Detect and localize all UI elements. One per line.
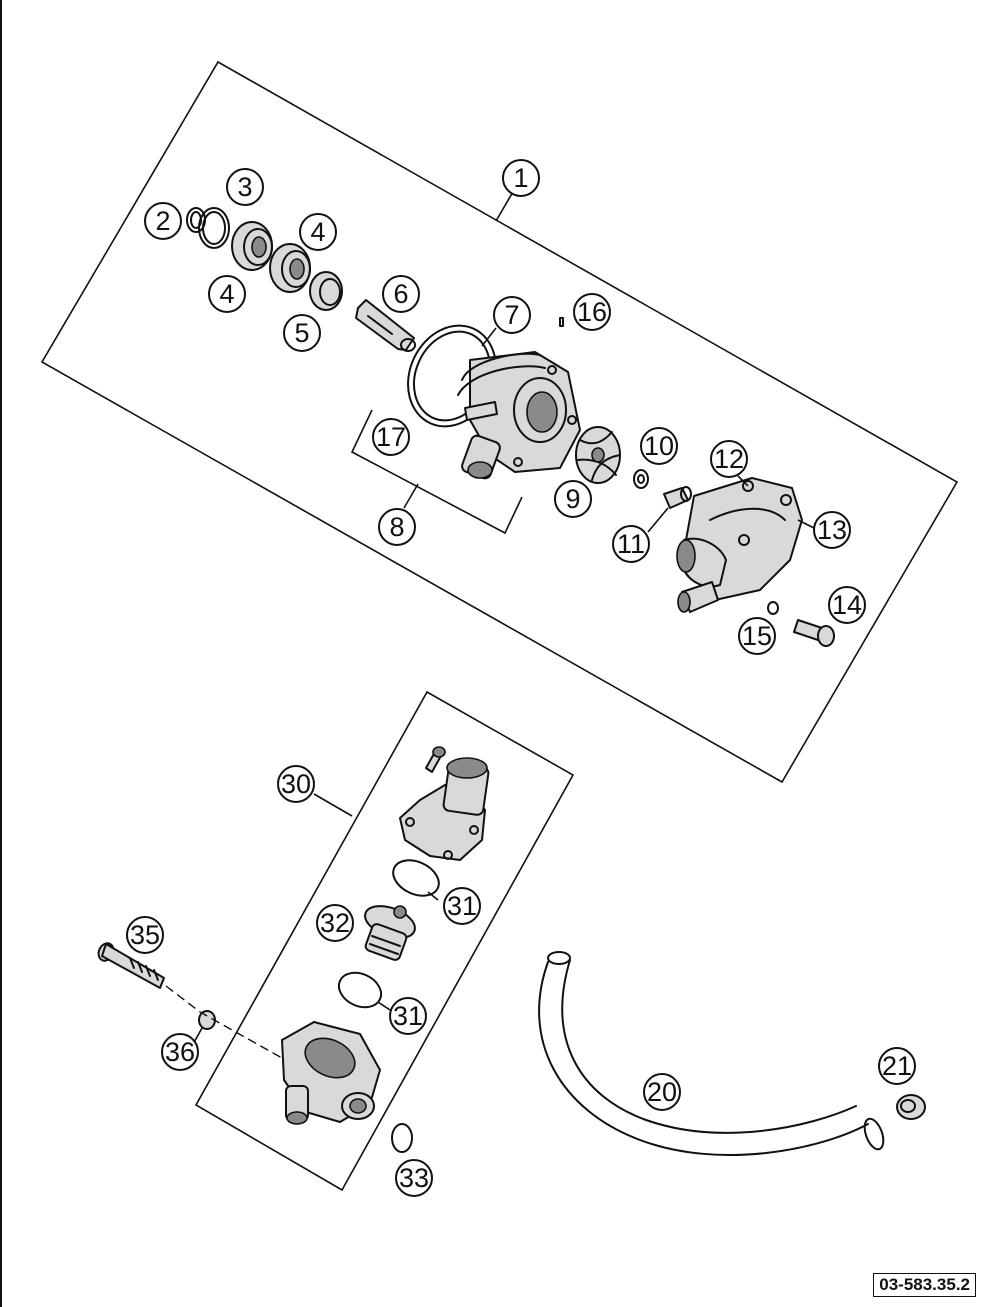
impeller-screw-part [663,486,692,509]
water-pump-group-frame [40,60,959,784]
washer-part [198,1010,216,1030]
pump-shaft-part [355,299,416,352]
svg-text:20: 20 [647,1077,677,1107]
callout-2: 2 [144,202,182,240]
svg-text:32: 32 [320,908,350,938]
callout-4: 4 [208,275,246,313]
callout-12: 12 [710,440,748,478]
callout-20: 20 [643,1073,681,1111]
svg-text:8: 8 [389,512,404,542]
thermostat-group-frame [194,690,575,1192]
hose-clamp-part [896,1094,926,1120]
callout-9: 9 [554,480,592,518]
bearing-part [231,221,273,271]
leader-13 [797,519,815,529]
svg-text:5: 5 [294,318,309,348]
callout-15: 15 [738,617,776,655]
svg-text:21: 21 [882,1051,912,1081]
svg-text:16: 16 [577,297,607,327]
svg-text:3: 3 [237,172,252,202]
svg-text:4: 4 [219,279,234,309]
svg-text:17: 17 [376,422,406,452]
part-16-mark [559,317,564,327]
callout-1: 1 [502,159,540,197]
callout-35: 35 [126,916,164,954]
svg-text:1: 1 [513,163,528,193]
pump-cover-part [676,477,803,613]
o-ring-part [337,971,383,1009]
svg-text:7: 7 [504,300,519,330]
svg-text:11: 11 [617,529,645,559]
callout-14: 14 [828,586,866,624]
leader-7 [481,327,497,347]
drawing-code-label: 03-583.35.2 [873,1273,976,1297]
callout-30: 30 [277,765,315,803]
leader-8 [403,483,419,509]
assembly-axis-dashed-line [165,985,283,1059]
thermostat-part [364,905,416,961]
leader-11 [647,507,669,533]
svg-text:36: 36 [165,1037,195,1067]
thermostat-cover-bolt-part [425,746,446,773]
svg-text:2: 2 [155,206,170,236]
bearing-part [269,243,311,293]
svg-text:31: 31 [447,891,477,921]
callout-4: 4 [299,213,337,251]
svg-text:30: 30 [281,769,311,799]
svg-text:33: 33 [399,1163,429,1193]
pump-housing-part [457,351,581,480]
callout-13: 13 [813,511,851,549]
callout-7: 7 [493,296,531,334]
o-ring-part [391,1123,413,1153]
svg-text:4: 4 [310,217,325,247]
callout-3: 3 [226,168,264,206]
callout-10: 10 [640,427,678,465]
svg-text:6: 6 [393,279,408,309]
svg-text:14: 14 [832,590,862,620]
coolant-hose-part [538,951,885,1156]
leader-30 [313,793,353,817]
svg-text:10: 10 [644,431,674,461]
callout-32: 32 [316,904,354,942]
callout-5: 5 [283,314,321,352]
cover-bolt-part [793,619,835,647]
svg-text:15: 15 [742,621,772,651]
leader-12 [737,475,749,487]
snap-ring-part [198,207,230,249]
housing-bolt-part [97,942,165,989]
thermostat-cover-part [399,757,490,861]
o-ring-part [767,601,779,615]
leader-31a [427,891,439,901]
page-edge-line [0,0,2,1307]
callout-31: 31 [389,997,427,1035]
bracket-8 [350,409,523,535]
callout-6: 6 [382,275,420,313]
svg-text:12: 12 [714,444,744,474]
callout-36: 36 [161,1033,199,1071]
leader-31b [377,1001,391,1011]
svg-text:35: 35 [130,920,160,950]
thermostat-housing-part [281,1021,381,1125]
svg-text:9: 9 [565,484,580,514]
callout-33: 33 [395,1159,433,1197]
callout-11: 11 [612,525,650,563]
svg-text:31: 31 [393,1001,423,1031]
callout-31: 31 [443,887,481,925]
callout-16: 16 [573,293,611,331]
callout-8: 8 [378,508,416,546]
impeller-part [575,426,621,484]
washer-part [633,469,649,489]
o-ring-part [392,859,440,897]
callout-17: 17 [372,418,410,456]
shaft-seal-part [309,271,343,311]
callout-21: 21 [878,1047,916,1085]
svg-text:13: 13 [817,515,847,545]
